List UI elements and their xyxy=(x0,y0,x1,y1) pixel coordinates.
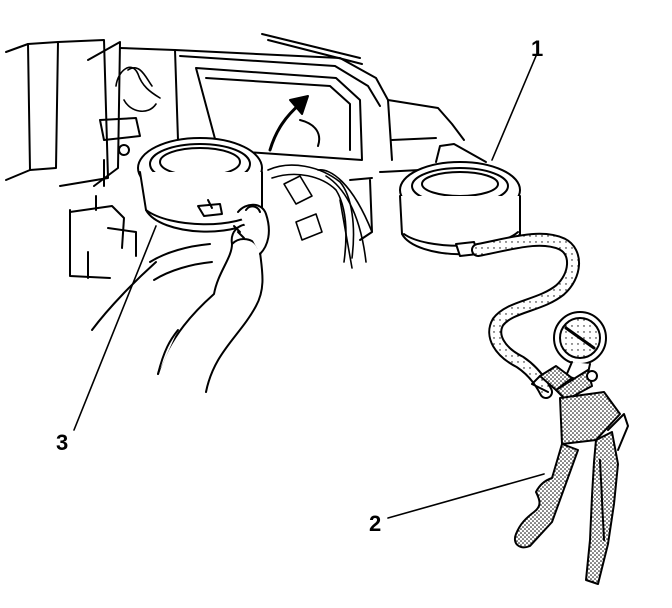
leader-line-3 xyxy=(73,225,157,431)
vacuum-pump xyxy=(514,311,629,585)
callout-3: 3 xyxy=(56,430,69,455)
vacuum-hose xyxy=(471,232,580,399)
callout-2: 2 xyxy=(369,511,382,536)
dash-housing xyxy=(5,33,465,279)
actuator-3 xyxy=(137,137,263,233)
vacuum-gauge xyxy=(553,311,607,383)
wire-harness xyxy=(115,66,373,269)
leader-lines xyxy=(73,55,545,519)
leader-line-1 xyxy=(491,55,537,161)
hand xyxy=(91,203,270,393)
callout-1: 1 xyxy=(531,36,544,61)
motion-arrow xyxy=(268,95,321,152)
leader-line-2 xyxy=(387,473,545,519)
